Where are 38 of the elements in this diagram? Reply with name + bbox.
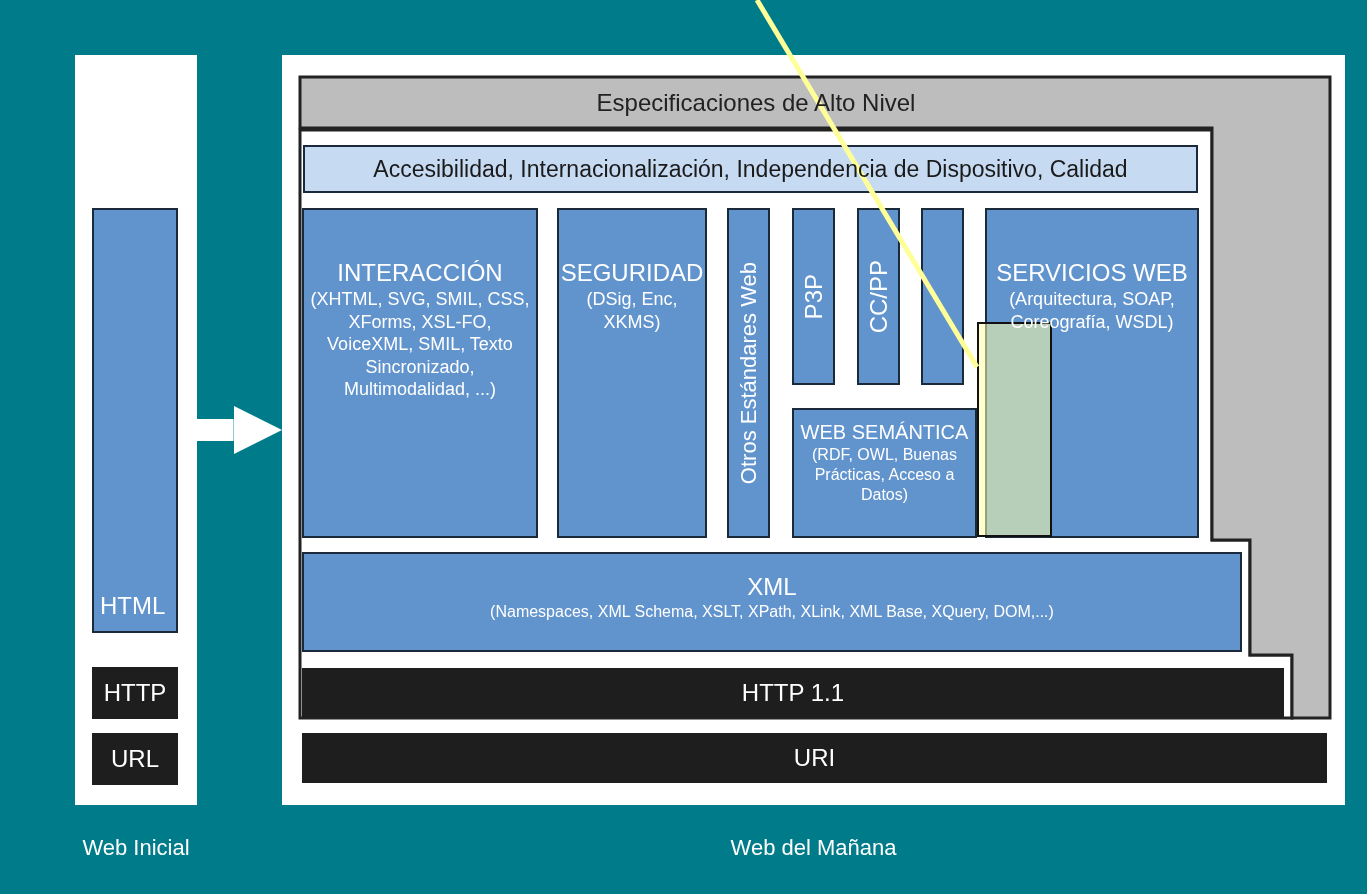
module-box — [985, 208, 1199, 538]
column-caption: Web del Mañana — [729, 835, 898, 861]
block-label: P3P — [799, 273, 828, 320]
block-label: URI — [793, 743, 836, 773]
block-label: HTTP — [103, 678, 167, 708]
module-box — [302, 208, 538, 538]
module-box — [792, 208, 835, 385]
module-box — [557, 208, 707, 538]
block-label: URL — [111, 744, 159, 774]
block-arrow — [197, 405, 282, 455]
block-label: CC/PP — [864, 259, 893, 334]
block-label: SERVICIOS WEB — [996, 258, 1188, 288]
layer-block — [92, 208, 178, 633]
block-description: (RDF, OWL, Buenas Prácticas, Acceso a Datos) — [811, 445, 958, 505]
column-caption: Web Inicial — [81, 835, 191, 861]
band-title: Especificaciones de Alto Nivel — [595, 89, 917, 117]
module-box — [727, 208, 770, 538]
layer-block — [302, 733, 1327, 783]
layer-block — [302, 668, 1284, 718]
block-label: HTTP 1.1 — [741, 678, 845, 708]
layer-block — [92, 667, 178, 719]
layer-block — [92, 733, 178, 785]
block-label: Accesibilidad, Internacionalización, Independencia de Dispositivo, Calidad — [373, 154, 1128, 184]
block-description: (Arquitectura, SOAP, Coreografía, WSDL) — [1008, 288, 1176, 333]
block-label: XML — [747, 572, 797, 602]
module-box — [921, 208, 964, 385]
block-label: INTERACCIÓN — [337, 258, 503, 288]
block-description: (DSig, Enc, XKMS) — [585, 288, 679, 333]
layer-block — [302, 552, 1242, 652]
module-box — [792, 408, 977, 538]
block-label: WEB SEMÁNTICA — [800, 420, 969, 445]
block-label: SEGURIDAD — [560, 258, 704, 288]
block-description: (XHTML, SVG, SMIL, CSS, XForms, XSL-FO, VoiceXML, SMIL, Texto Sincronizado, Multimodalidad, ...) — [310, 288, 530, 401]
block-label: Otros Estándares Web — [735, 261, 762, 485]
block-description: (Namespaces, XML Schema, XSLT, XPath, XLink, XML Base, XQuery, DOM,...) — [490, 602, 1054, 622]
layer-block — [303, 145, 1198, 193]
module-box — [857, 208, 900, 385]
block-label: HTML — [100, 591, 166, 621]
